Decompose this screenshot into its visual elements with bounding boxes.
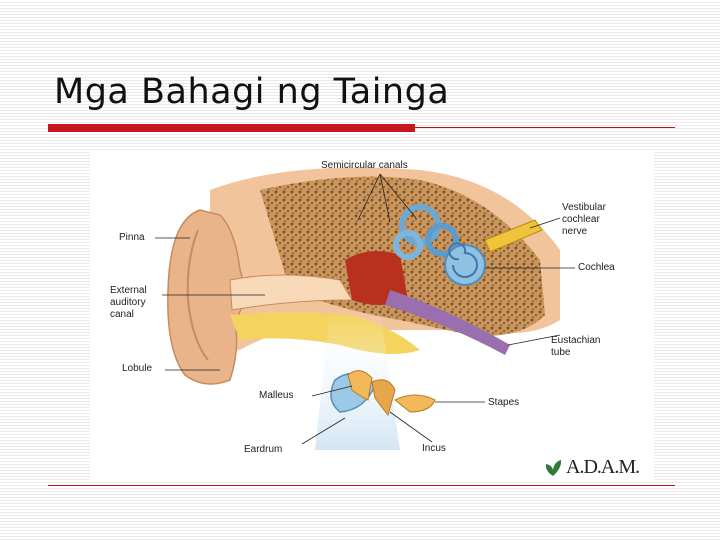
ear-cross-section-drawing bbox=[155, 167, 575, 450]
label-lobule: Lobule bbox=[122, 363, 153, 374]
cochlea-shape bbox=[444, 244, 486, 286]
malleus-shape bbox=[347, 370, 373, 401]
label-vestibular-cochlear-nerve: Vestibular cochlear nerve bbox=[562, 202, 606, 237]
slide-title: Mga Bahagi ng Tainga bbox=[54, 72, 450, 112]
label-incus: Incus bbox=[422, 443, 446, 454]
eustachian-tube-shape bbox=[385, 290, 510, 355]
label-pinna: Pinna bbox=[119, 232, 145, 243]
logo-wordmark: A.D.A.M. bbox=[566, 456, 640, 478]
nerve-shape bbox=[484, 219, 543, 253]
label-cochlea: Cochlea bbox=[578, 262, 615, 273]
label-external-auditory-canal: External auditory canal bbox=[110, 285, 147, 320]
label-eardrum: Eardrum bbox=[244, 444, 283, 455]
incus-shape bbox=[371, 379, 396, 417]
label-semicircular-canals: Semicircular canals bbox=[321, 160, 408, 171]
semicircular-canal-2 bbox=[425, 223, 459, 257]
pinna-shape bbox=[167, 209, 245, 385]
stapes-shape bbox=[394, 394, 436, 413]
bottom-divider-line bbox=[48, 485, 675, 486]
label-malleus: Malleus bbox=[259, 390, 294, 401]
label-stapes: Stapes bbox=[488, 397, 520, 408]
title-accent-bar bbox=[48, 124, 415, 132]
label-eustachian-tube: Eustachian tube bbox=[551, 335, 601, 358]
semicircular-canal-3 bbox=[393, 230, 423, 260]
ear-anatomy-illustration: Semicircular canals Vestibular cochlear … bbox=[90, 150, 654, 480]
adam-logo: A.D.A.M. bbox=[542, 456, 652, 478]
title-divider-line bbox=[415, 127, 675, 128]
leaf-icon bbox=[545, 460, 562, 476]
